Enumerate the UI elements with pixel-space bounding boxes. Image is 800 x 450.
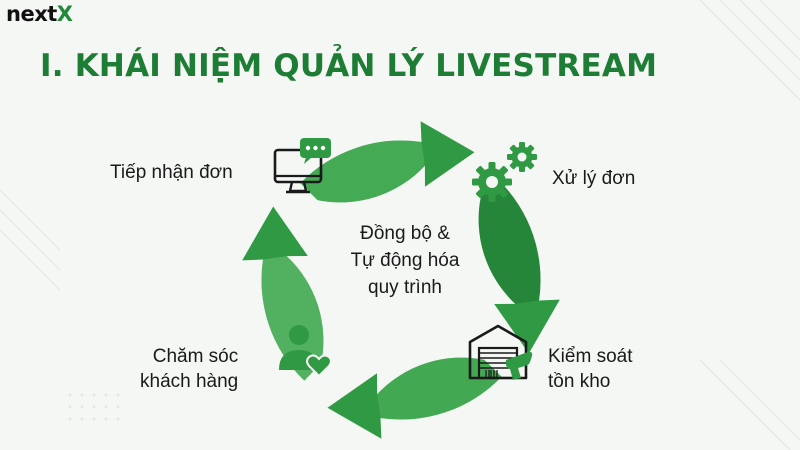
logo-accent: X	[56, 2, 73, 26]
cycle-arrow-care-to-receive-shade	[261, 256, 324, 381]
user-heart-icon	[279, 325, 332, 376]
step-process-text: Xử lý đơn	[552, 168, 636, 189]
cycle-center-text: Đồng bộ & Tự động hóa quy trình	[305, 220, 505, 301]
step-receive-text: Tiếp nhận đơn	[110, 162, 233, 183]
step-label-receive-orders: Tiếp nhận đơn	[110, 160, 233, 185]
step-inventory-line-2: tồn kho	[548, 371, 611, 392]
gears-icon	[472, 142, 537, 202]
page-title: I. KHÁI NIỆM QUẢN LÝ LIVESTREAM	[40, 48, 658, 84]
step-care-line-2: khách hàng	[140, 371, 239, 392]
step-inventory-line-1: Kiểm soát	[548, 346, 633, 367]
step-care-line-1: Chăm sóc	[152, 346, 239, 367]
cycle-arrow-process-to-inventory	[478, 179, 560, 354]
monitor-chat-icon	[273, 138, 331, 194]
logo-text: next	[6, 2, 57, 26]
step-label-inventory-control: Kiểm soát tồn kho	[548, 344, 632, 394]
brand-logo: nextX	[6, 2, 73, 26]
cycle-arrow-receive-to-process-shade	[300, 140, 425, 203]
warehouse-scanner-icon	[468, 324, 533, 380]
center-line-3: quy trình	[368, 277, 442, 298]
center-line-2: Tự động hóa	[350, 250, 460, 271]
step-label-customer-care: Chăm sóc khách hàng	[140, 344, 238, 394]
center-line-1: Đồng bộ &	[360, 223, 450, 244]
cycle-arrow-process-to-inventory-shade	[478, 179, 541, 304]
step-label-process-orders: Xử lý đơn	[552, 166, 635, 191]
